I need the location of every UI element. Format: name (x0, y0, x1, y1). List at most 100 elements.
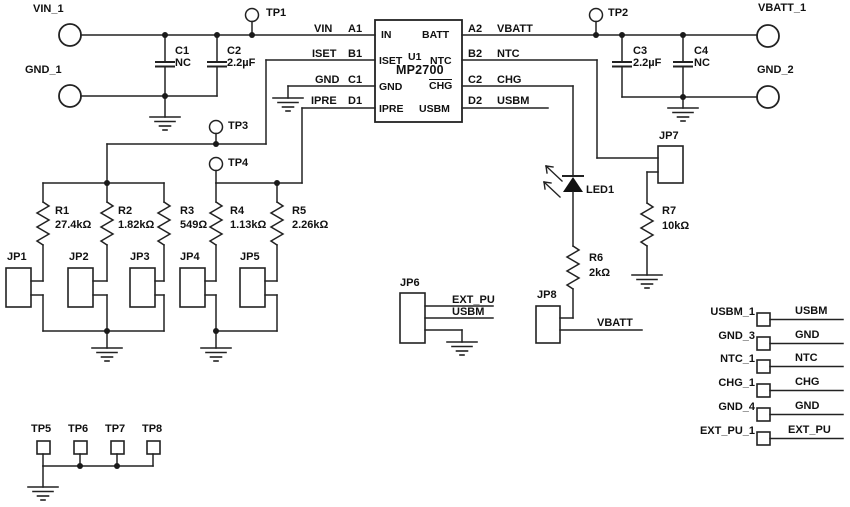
wire-gnd-pin-net (287, 85, 376, 99)
ic-pin-ipre: IPRE (379, 103, 404, 115)
tp6-label: TP6 (68, 423, 89, 435)
net-label-ext-pu: EXT_PU (452, 294, 495, 306)
wire-ntc-net (461, 59, 659, 159)
r7-value: 10kΩ (662, 220, 690, 232)
jumper-jp5 (239, 267, 278, 332)
pad-net-chg: CHG (795, 376, 820, 388)
jp1-label: JP1 (7, 251, 27, 263)
jumper-jp1 (5, 267, 44, 332)
pin-num-c1: C1 (348, 74, 363, 86)
pad-net-gnd-4: GND (795, 400, 820, 412)
wire-gnd-input-net (80, 95, 218, 118)
test-points-tp5-tp8 (36, 440, 161, 488)
jp8-label: JP8 (537, 289, 557, 301)
c1-value: NC (175, 57, 191, 69)
chg-overline-text: CHG (429, 79, 453, 92)
junction-dots (77, 32, 686, 469)
r5-value: 2.26kΩ (292, 219, 329, 231)
pin-net-iset: ISET (312, 48, 337, 60)
r2-value: 1.82kΩ (118, 219, 155, 231)
resistor-r5 (269, 182, 285, 282)
ic-ref: U1 (408, 51, 422, 63)
resistor-r7 (639, 171, 655, 276)
jp6-label: JP6 (400, 277, 420, 289)
r1-value: 27.4kΩ (55, 219, 92, 231)
connector-pads (756, 312, 844, 446)
tp4-label: TP4 (228, 157, 249, 169)
ic-pin-gnd: GND (379, 81, 403, 93)
capacitor-c3 (612, 34, 632, 98)
tp1-label: TP1 (266, 7, 287, 19)
c4-ref: C4 (694, 45, 709, 57)
led1-label: LED1 (586, 184, 615, 196)
test-point-tp3 (208, 119, 224, 135)
wire-chg-net (461, 85, 574, 177)
pad-net-gnd-3: GND (795, 329, 820, 341)
r4-ref: R4 (230, 205, 245, 217)
pad-name-usbm-1: USBM_1 (710, 306, 755, 318)
resistor-r4 (208, 182, 224, 282)
port-label-vbatt-1: VBATT_1 (758, 2, 807, 14)
r3-value: 549Ω (180, 219, 208, 231)
r4-value: 1.13kΩ (230, 219, 267, 231)
test-point-tp1 (244, 7, 260, 36)
ic-pin-chg: CHG (429, 79, 453, 92)
tp2-label: TP2 (608, 7, 629, 19)
r3-ref: R3 (180, 205, 195, 217)
pad-net-ntc: NTC (795, 352, 818, 364)
jumper-jp7 (646, 145, 684, 184)
port-label-gnd-2: GND_2 (757, 64, 794, 76)
ic-pin-in: IN (381, 29, 392, 41)
r5-ref: R5 (292, 205, 307, 217)
ic-part-number: MP2700 (396, 63, 444, 77)
ic-pin-ntc: NTC (430, 55, 452, 67)
jumper-jp6 (399, 292, 494, 344)
wire-iset-net (42, 59, 376, 184)
capacitor-c4 (673, 34, 693, 98)
resistor-r6 (565, 244, 581, 319)
tp5-label: TP5 (31, 423, 52, 435)
capacitor-c2 (207, 34, 227, 97)
ic-pin-iset: ISET (379, 55, 403, 67)
jumper-jp3 (129, 267, 165, 332)
ic-pin-usbm: USBM (419, 103, 450, 115)
r6-value: 2kΩ (589, 267, 611, 279)
c2-ref: C2 (227, 45, 242, 57)
port-label-gnd-1: GND_1 (25, 64, 62, 76)
pin-net-vin: VIN (314, 23, 333, 35)
pin-net-gnd: GND (315, 74, 340, 86)
r7-ref: R7 (662, 205, 677, 217)
pad-name-gnd-4: GND_4 (718, 401, 755, 413)
jp5-label: JP5 (240, 251, 260, 263)
resistor-r3 (156, 182, 172, 282)
resistor-r2 (99, 182, 115, 282)
pin-net-usbm: USBM (497, 95, 530, 107)
c2-value: 2.2µF (227, 57, 256, 69)
wire-gnd-output-net (621, 96, 758, 109)
pin-net-chg: CHG (497, 74, 522, 86)
pin-num-d2: D2 (468, 95, 483, 107)
led-led1 (543, 165, 584, 247)
pad-net-ext-pu: EXT_PU (788, 424, 831, 436)
test-point-tp4 (208, 156, 224, 172)
pin-num-b2: B2 (468, 48, 483, 60)
jp4-label: JP4 (180, 251, 200, 263)
jumper-jp8 (535, 305, 643, 344)
r1-ref: R1 (55, 205, 70, 217)
c4-value: NC (694, 57, 710, 69)
c1-ref: C1 (175, 45, 190, 57)
wire-ipre-net (215, 107, 376, 184)
pad-name-ext-pu-1: EXT_PU_1 (699, 425, 755, 437)
ic-pin-batt: BATT (422, 29, 450, 41)
pin-net-ipre: IPRE (311, 95, 337, 107)
jumper-jp2 (67, 267, 108, 332)
jp2-label: JP2 (69, 251, 89, 263)
c3-value: 2.2µF (633, 57, 662, 69)
net-label-vbatt: VBATT (597, 317, 633, 329)
ic-body-u1 (374, 19, 463, 123)
jp3-label: JP3 (130, 251, 150, 263)
pin-net-ntc: NTC (497, 48, 520, 60)
pad-name-ntc-1: NTC_1 (720, 353, 755, 365)
